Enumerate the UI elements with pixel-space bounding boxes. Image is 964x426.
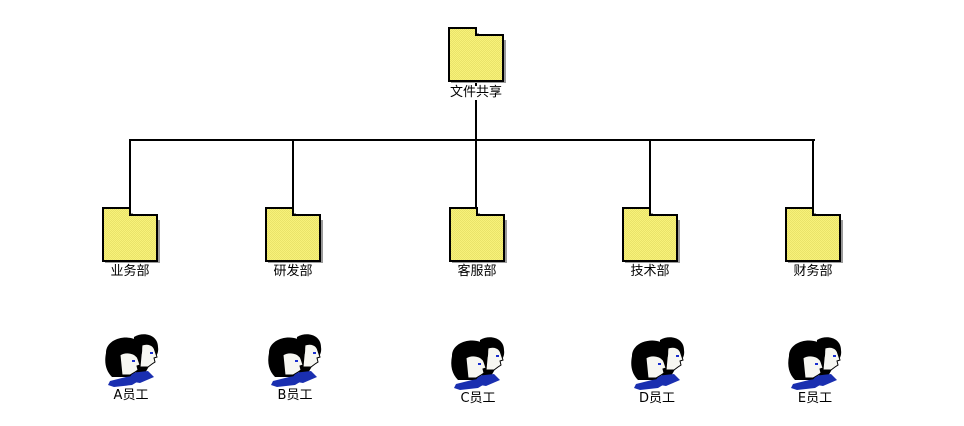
department-node-4[interactable] — [622, 207, 680, 265]
employee-label: C员工 — [460, 391, 496, 406]
folder-icon — [449, 207, 507, 265]
department-node-5[interactable] — [785, 207, 843, 265]
folder-icon — [265, 207, 323, 265]
employee-node-5[interactable] — [787, 334, 843, 390]
employee-label: D员工 — [638, 391, 676, 406]
employee-node-1[interactable] — [104, 331, 160, 387]
user-group-icon — [630, 334, 686, 390]
user-group-icon — [450, 334, 506, 390]
user-group-icon — [787, 334, 843, 390]
connector-branch-2 — [292, 139, 294, 209]
employee-node-3[interactable] — [450, 334, 506, 390]
department-node-3[interactable] — [449, 207, 507, 265]
root-node[interactable] — [448, 27, 506, 85]
user-group-icon — [104, 331, 160, 387]
connector-horizontal-bus — [129, 139, 815, 141]
connector-branch-3 — [475, 139, 477, 209]
department-node-2[interactable] — [265, 207, 323, 265]
folder-icon — [102, 207, 160, 265]
department-node-1[interactable] — [102, 207, 160, 265]
employee-label: A员工 — [113, 388, 149, 403]
employee-label: E员工 — [797, 391, 833, 406]
employee-node-4[interactable] — [630, 334, 686, 390]
employee-label: B员工 — [277, 388, 313, 403]
connector-branch-4 — [649, 139, 651, 209]
folder-icon — [785, 207, 843, 265]
folder-icon — [622, 207, 680, 265]
department-label: 研发部 — [273, 264, 313, 279]
employee-node-2[interactable] — [267, 331, 323, 387]
department-label: 业务部 — [110, 264, 150, 279]
user-group-icon — [267, 331, 323, 387]
connector-root-trunk — [475, 83, 477, 141]
department-label: 技术部 — [630, 264, 670, 279]
root-label: 文件共享 — [449, 85, 503, 100]
department-label: 财务部 — [793, 264, 833, 279]
department-label: 客服部 — [457, 264, 497, 279]
connector-branch-5 — [812, 139, 814, 209]
folder-icon — [448, 27, 506, 85]
connector-branch-1 — [129, 139, 131, 209]
